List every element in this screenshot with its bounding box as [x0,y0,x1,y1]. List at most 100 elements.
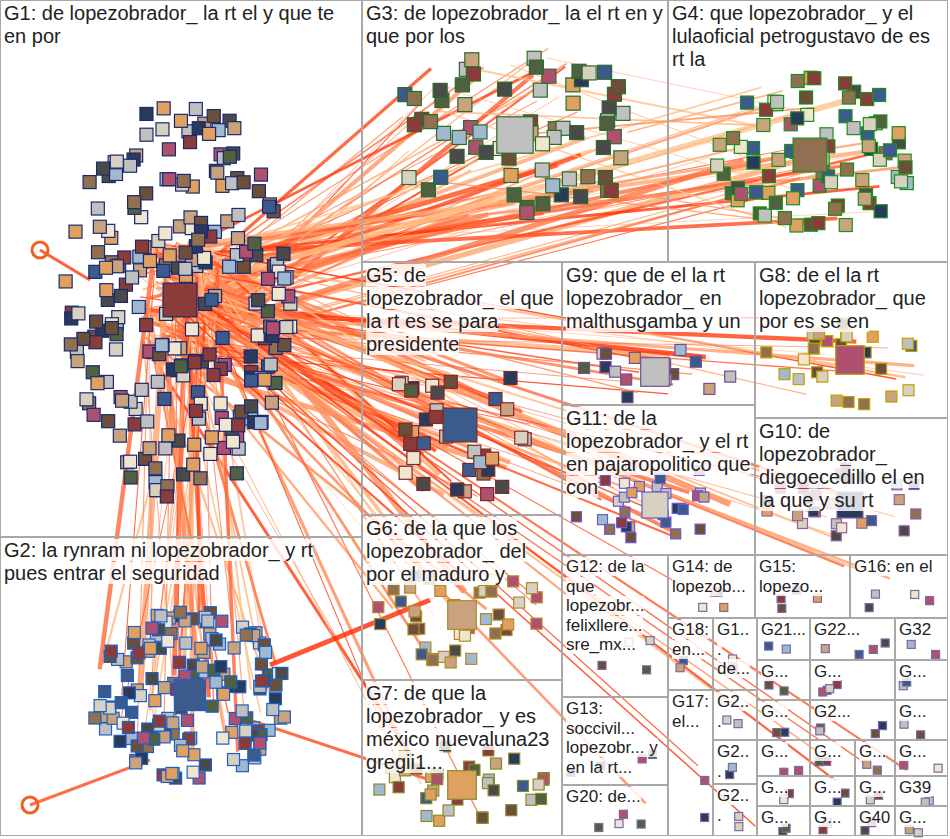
avatar-icon [207,369,220,382]
avatar-icon [393,782,404,793]
avatar-icon [188,749,200,761]
avatar-icon [181,714,193,726]
avatar-icon [105,322,118,335]
avatar-icon [231,232,244,245]
avatar-icon [892,127,905,140]
group-label-text: G22... [814,620,860,639]
network-line [150,340,212,710]
avatar-icon [795,766,803,774]
group-label-text: G11: de la lopezobrador_ y el rt en paja… [566,407,751,498]
avatar-icon [725,371,736,382]
avatar-icon [134,690,146,702]
avatar-icon [782,645,790,653]
group-box: G14: de lopezob... [668,555,755,618]
avatar-icon [267,704,279,716]
avatar-icon [536,197,550,211]
avatar-icon [595,824,603,832]
group-label: G12: de la que lopezobr... felixllere...… [563,556,667,656]
avatar-icon [833,681,841,689]
group-label: G39 [896,777,947,799]
avatar-icon [503,619,514,630]
avatar-icon [444,375,457,388]
avatar-icon [157,102,170,115]
avatar-icon [581,170,595,184]
avatar-icon [163,249,176,262]
avatar-icon [217,732,229,744]
avatar-icon [429,410,442,423]
group-label: G15: lopezo... [756,556,849,597]
avatar-icon [143,442,156,455]
group-label-text: G12: de la que lopezobr... felixllere...… [566,557,644,654]
avatar-icon [251,329,264,342]
avatar-icon [617,518,627,528]
avatar-icon [873,88,886,101]
avatar-icon [791,112,804,125]
group-label: G10: de lopezobrador_ diegoecedillo el e… [756,419,947,513]
avatar-icon [245,374,258,387]
group-box: G32 [895,618,948,660]
avatar-icon [562,172,576,186]
group-box: G6: de la que los lopezobrador_ del por … [362,515,562,680]
group-box: G... [757,700,810,740]
avatar-icon [277,247,290,260]
group-label-text: G4: que lopezobrador_ y el lulaoficial p… [672,2,930,70]
avatar-icon [728,763,736,771]
group-box: G40 [855,806,895,836]
avatar-icon [701,776,709,784]
network-line [161,186,879,258]
avatar-icon [395,596,406,607]
avatar-icon [772,153,785,166]
group-box: G15: lopezo... [755,555,850,618]
avatar-icon [474,456,487,469]
avatar-icon [416,649,427,660]
avatar-icon [839,219,852,232]
avatar-icon [140,107,153,120]
group-label: G... [758,701,809,723]
network-line [627,91,783,133]
avatar-icon [911,590,919,598]
avatar-icon [899,526,909,536]
avatar-icon [149,462,162,475]
group-label: G20: de... [563,786,667,808]
avatar-icon [168,342,181,355]
group-box: G16: en el [850,555,948,618]
avatar-icon [598,170,612,184]
avatar-icon [507,188,521,202]
avatar-icon [711,159,724,172]
avatar-icon [407,452,420,465]
avatar-icon [71,355,84,368]
avatar-icon [614,151,628,165]
group-label-text: G1: de lopezobrador_ la rt el y que te e… [4,2,334,47]
avatar-icon [932,650,940,658]
avatar-icon [627,488,637,498]
group-box: G2... [713,740,757,784]
avatar-icon [836,346,865,375]
avatar-icon [863,118,876,131]
avatar-icon [433,83,447,97]
network-line [211,328,274,724]
avatar-icon [59,275,72,288]
avatar-icon [735,187,748,200]
avatar-icon [122,721,134,733]
avatar-icon [791,75,804,88]
avatar-icon [425,789,436,800]
group-label-text: G15: lopezo... [759,557,823,596]
avatar-icon [445,657,456,668]
avatar-icon [198,251,211,264]
avatar-icon [407,118,421,132]
avatar-icon [83,176,96,189]
avatar-icon [210,634,222,646]
avatar-icon [481,488,494,501]
group-label: G2: la rynram ni lopezobrador_ y rt pues… [1,538,361,586]
avatar-icon [69,225,82,238]
network-line [174,163,830,291]
group-label-text: G... [761,662,788,681]
avatar-icon [626,533,636,543]
avatar-icon [800,91,813,104]
avatar-icon [895,175,908,188]
avatar-icon [699,603,707,611]
group-box: G11: de la lopezobrador_ y el rt en paja… [562,405,755,555]
avatar-icon [879,722,887,730]
avatar-icon [574,190,588,204]
avatar-icon [598,65,612,79]
